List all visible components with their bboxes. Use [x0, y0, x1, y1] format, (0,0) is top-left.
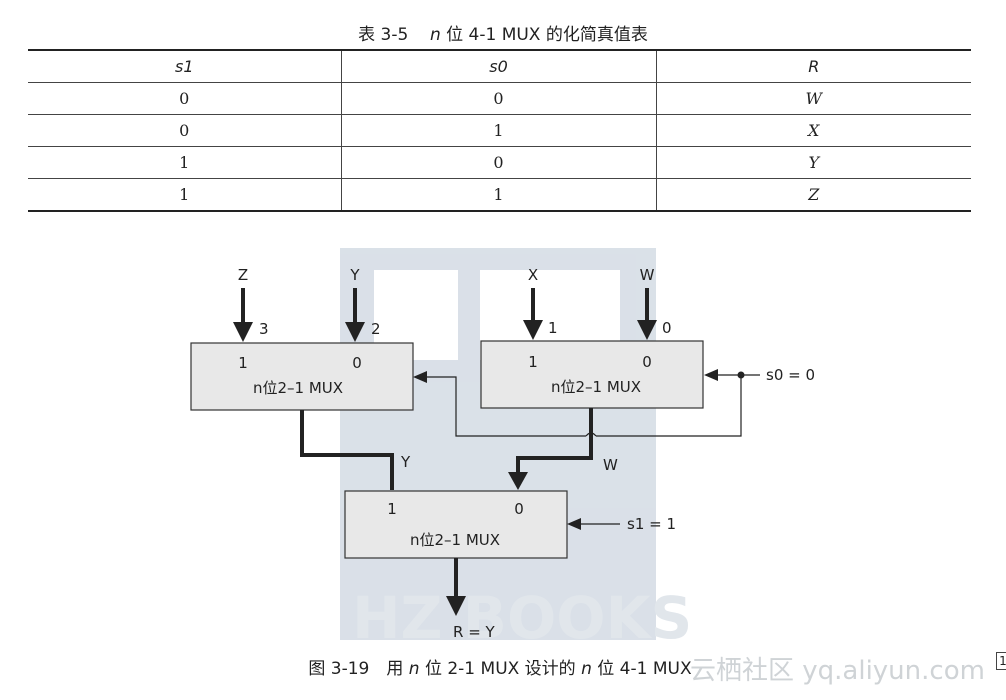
- mux-right-in0: 0: [642, 353, 652, 371]
- table-caption-var: n: [429, 25, 441, 45]
- table-row: 1 1 Z: [28, 178, 971, 211]
- output-label: R = Y: [453, 623, 496, 641]
- mux-left-label: n位2–1 MUX: [253, 379, 343, 397]
- input-label-y: Y: [349, 266, 360, 284]
- mux-bottom-in0: 0: [514, 500, 524, 518]
- s0-head-left: [413, 371, 427, 383]
- table-row: 0 1 X: [28, 114, 971, 147]
- watermark-text: 云栖社区 yq.aliyun.com: [690, 656, 985, 686]
- mux-right-in1: 1: [528, 353, 538, 371]
- arrow-w-head: [637, 320, 657, 340]
- table-caption-prefix: 表 3-5: [358, 25, 409, 45]
- header-s1: s1: [28, 50, 341, 83]
- input-index-2: 2: [371, 320, 381, 338]
- figure-caption-var2: n: [581, 659, 592, 679]
- cell-r: X: [655, 114, 971, 147]
- cell-s0: 0: [340, 146, 656, 179]
- arrow-z-head: [233, 322, 253, 342]
- table-header-row: s1 s0 R: [28, 50, 971, 83]
- s0-crossover: [585, 432, 597, 437]
- arrow-x-head: [523, 320, 543, 340]
- s0-to-left: [426, 376, 586, 437]
- s0-feedback: [596, 375, 742, 437]
- wire-w-head: [508, 472, 528, 490]
- mux-left-in1: 1: [238, 354, 248, 372]
- cell-r: W: [655, 82, 971, 115]
- figure-caption-var1: n: [408, 659, 420, 679]
- mux-bottom-in1: 1: [387, 500, 397, 518]
- cell-s1: 0: [28, 114, 341, 147]
- cell-s0: 1: [340, 178, 656, 211]
- wire-w-label: W: [603, 456, 618, 474]
- s1-head: [567, 518, 581, 530]
- select0-label: s0 = 0: [766, 366, 815, 384]
- output-head: [446, 596, 466, 616]
- header-r: R: [655, 50, 971, 83]
- cell-s0: 0: [340, 82, 656, 115]
- figure-caption-mid: 位 2-1 MUX 设计的: [424, 659, 576, 679]
- select1-label: s1 = 1: [627, 515, 676, 533]
- header-s0: s0: [340, 50, 656, 83]
- mux-bottom-label: n位2–1 MUX: [410, 531, 500, 549]
- cell-s1: 1: [179, 185, 190, 204]
- figure-caption-prefix: 图 3-19 用: [308, 659, 404, 679]
- cell-s1: 1: [28, 146, 341, 179]
- cell-s1: 0: [28, 82, 341, 115]
- input-index-3: 3: [259, 320, 269, 338]
- input-index-0: 0: [662, 319, 672, 337]
- watermark-letters: HZ BOOKS: [352, 584, 692, 652]
- mux-right-box: [480, 340, 704, 409]
- mux-bottom-box: [344, 490, 568, 559]
- edge-glyph: 1: [996, 652, 1006, 670]
- mux-right-label: n位2–1 MUX: [551, 378, 641, 396]
- input-label-x: X: [528, 266, 538, 284]
- input-index-1: 1: [548, 319, 558, 337]
- input-label-w: W: [640, 266, 655, 284]
- cell-s0: 1: [340, 114, 656, 147]
- table-row: 1 0 Y: [28, 146, 971, 179]
- figure-caption-suffix: 位 4-1 MUX: [597, 659, 692, 679]
- s0-junction: [737, 371, 745, 379]
- table-caption-suffix: 位 4-1 MUX 的化简真值表: [446, 25, 648, 45]
- mux-left-in0: 0: [352, 354, 362, 372]
- wire-y: [300, 410, 394, 490]
- mux-left-box: [190, 342, 414, 411]
- s0-head-right: [704, 369, 718, 381]
- figure-caption: 图 3-19 用 n 位 2-1 MUX 设计的 n 位 4-1 MUX: [0, 654, 1000, 679]
- truth-table: s1 s0 R 0 0 W 0 1 X 1 0 Y 1 1 Z: [28, 49, 971, 212]
- table-row: 0 0 W: [28, 82, 971, 115]
- input-label-z: Z: [238, 266, 248, 284]
- watermark-graphic: HZ BOOKS: [340, 248, 692, 652]
- wire-y-label: Y: [400, 453, 411, 471]
- cell-r: Y: [655, 146, 971, 179]
- table-caption: 表 3-5 n 位 4-1 MUX 的化简真值表: [0, 20, 1006, 45]
- arrow-y-head: [345, 322, 365, 342]
- cell-r: Z: [655, 178, 971, 211]
